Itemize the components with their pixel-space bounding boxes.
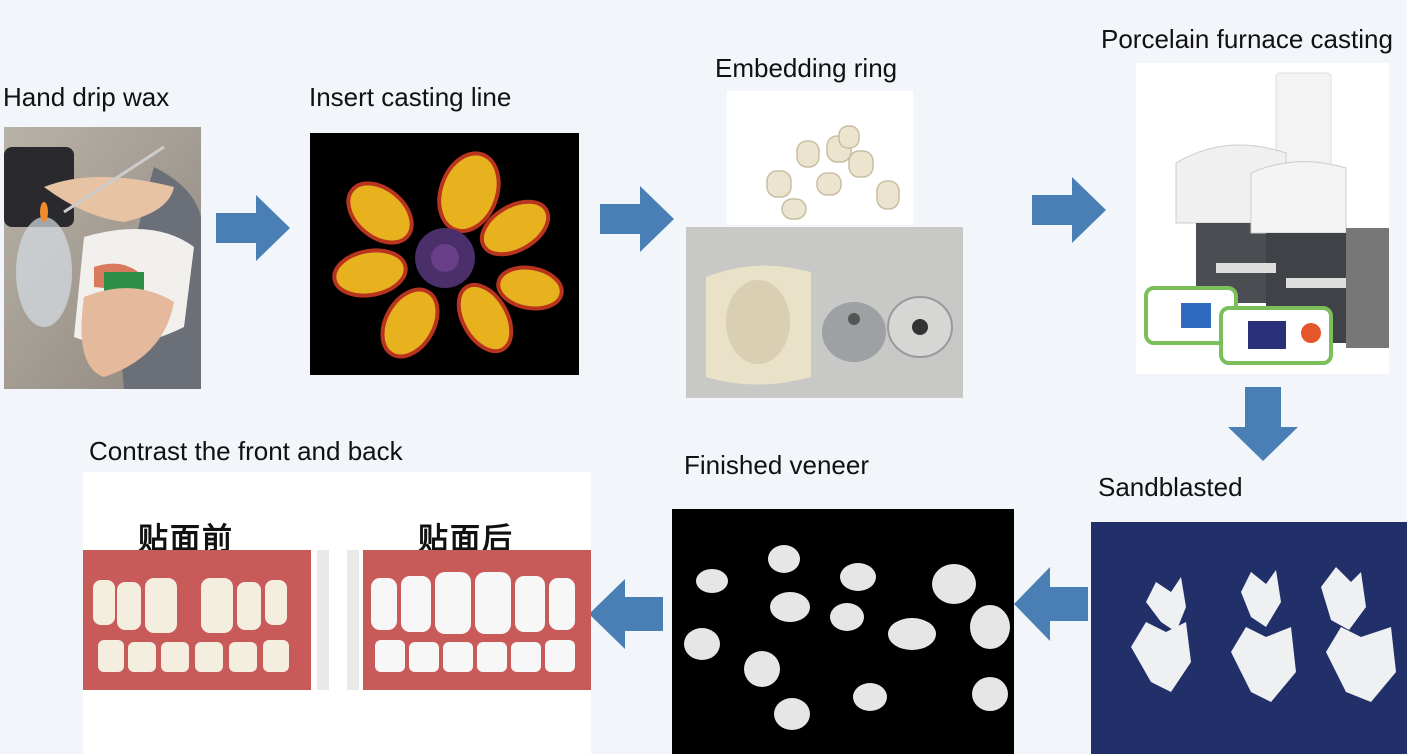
photo-embedding-ring-cylinders: [727, 91, 913, 225]
arrow-left-icon: [589, 579, 663, 649]
arrow-right-icon: [1032, 177, 1106, 243]
arrow-right-icon: [216, 195, 290, 261]
photo-insert-casting-line: [310, 133, 579, 375]
label-hand-drip-wax: Hand drip wax: [3, 82, 170, 112]
label-finished-veneer: Finished veneer: [684, 450, 869, 480]
label-contrast: Contrast the front and back: [89, 436, 403, 466]
photo-hand-drip-wax: [4, 127, 201, 389]
arrow-down-icon: [1228, 387, 1298, 461]
photo-sandblasted: [1091, 522, 1407, 754]
label-insert-casting-line: Insert casting line: [309, 82, 512, 112]
label-embedding-ring: Embedding ring: [715, 53, 898, 83]
photo-porcelain-furnace: [1136, 63, 1389, 374]
arrow-right-icon: [600, 186, 674, 252]
label-porcelain-furnace-casting: Porcelain furnace casting: [1101, 24, 1393, 54]
arrow-left-icon: [1014, 567, 1088, 641]
photo-finished-veneer: [672, 509, 1014, 754]
photo-contrast-front-back: 贴面前 贴面后: [83, 472, 591, 754]
photo-embedding-ring: [686, 227, 963, 398]
label-sandblasted: Sandblasted: [1098, 472, 1243, 502]
